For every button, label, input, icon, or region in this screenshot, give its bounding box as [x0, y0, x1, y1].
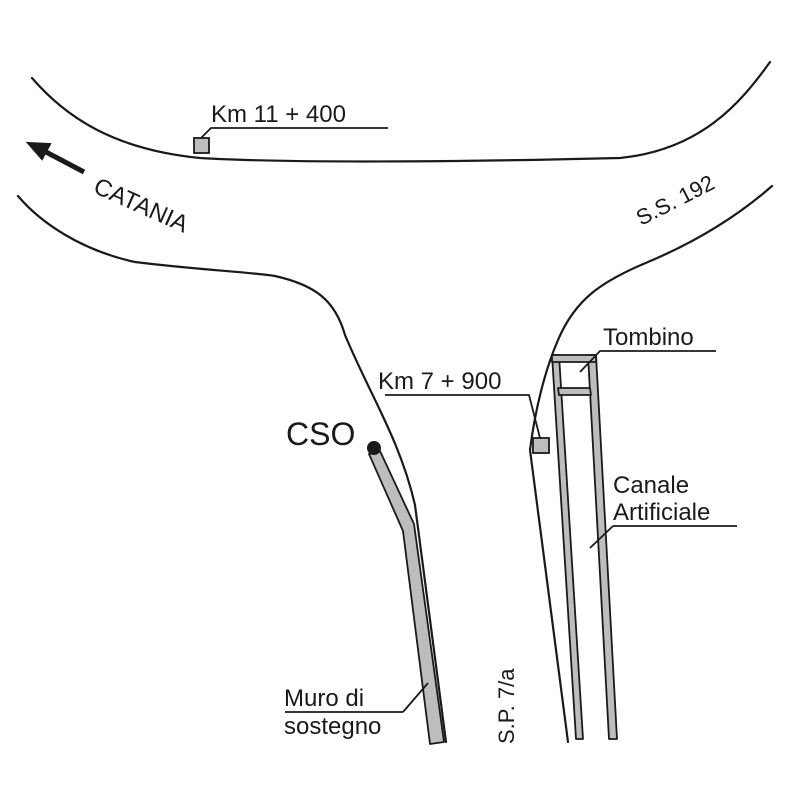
- cso-point-icon: [367, 441, 381, 455]
- retaining-wall-icon: [368, 450, 445, 745]
- km-7-900-label: Km 7 + 900: [378, 368, 501, 395]
- tombino-label: Tombino: [603, 324, 694, 351]
- muro-label-line2: sostegno: [284, 713, 381, 740]
- canale-label-line1: Canale: [613, 472, 689, 499]
- catania-arrow-icon: [25, 141, 86, 175]
- canale-right-wall: [587, 354, 618, 740]
- ss192-label: S.S. 192: [632, 170, 719, 231]
- muro-leader: [402, 682, 429, 713]
- km-11-400-leader: [200, 127, 388, 139]
- ss192-south-east-edge: [528, 184, 774, 744]
- km-11-400-marker-icon: [193, 137, 210, 154]
- cso-label: CSO: [286, 416, 355, 452]
- tombino-top-bar-icon: [551, 354, 597, 363]
- canale-label-line2: Artificiale: [613, 499, 710, 526]
- ss192-north-edge: [30, 60, 772, 163]
- km-7-900-leader: [385, 394, 541, 439]
- catania-label: CATANIA: [90, 173, 193, 239]
- canale-leader: [589, 525, 614, 549]
- tombino-bottom-bar-icon: [557, 387, 592, 396]
- sp7a-label: S.P. 7/a: [494, 668, 519, 744]
- canale-left-wall: [551, 354, 584, 740]
- km-7-900-marker-icon: [532, 437, 550, 454]
- muro-label-line1: Muro di: [284, 685, 364, 712]
- km-11-400-label: Km 11 + 400: [211, 101, 346, 128]
- ss192-south-west-edge: [16, 194, 448, 744]
- tombino-leader: [579, 350, 716, 373]
